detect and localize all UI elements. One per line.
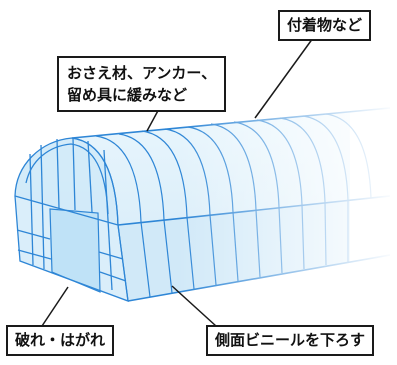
callout-attachments: 付着物など [278, 10, 372, 41]
leader-tears [41, 286, 69, 327]
callout-fasteners: おさえ材、アンカー、 留め具に緩みなど [57, 56, 227, 112]
fade-overlay [0, 90, 397, 320]
callout-fasteners-line1: おさえ材、アンカー、 [67, 64, 217, 82]
callout-tears: 破れ・はがれ [6, 325, 115, 356]
leader-attachments [254, 37, 314, 119]
callout-fasteners-line2: 留め具に緩みなど [67, 86, 188, 104]
leader-side-vinyl [171, 285, 217, 327]
callout-side-vinyl: 側面ビニールを下ろす [206, 325, 375, 356]
